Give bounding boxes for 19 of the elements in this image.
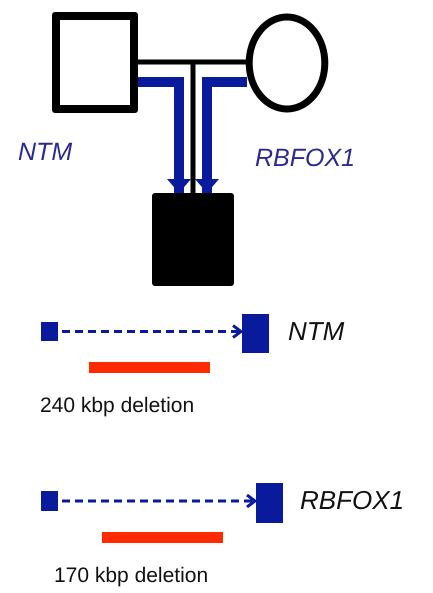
pedigree-line xyxy=(190,64,196,193)
gene-name: RBFOX1 xyxy=(300,487,404,513)
exon-block xyxy=(41,322,58,341)
exon-block xyxy=(256,483,283,523)
female-symbol xyxy=(245,13,329,113)
gene-name: NTM xyxy=(18,140,72,165)
affected-male-symbol xyxy=(152,193,234,286)
gene-name: NTM xyxy=(288,318,344,344)
deletion-size: 240 kbp deletion xyxy=(40,395,194,416)
inheritance-arrow xyxy=(195,77,247,193)
gene-name: RBFOX1 xyxy=(255,146,356,171)
pedigree-line xyxy=(138,60,247,64)
inheritance-arrow xyxy=(137,77,191,193)
male-symbol xyxy=(52,12,138,113)
exon-block xyxy=(41,491,58,511)
dashed-arrow xyxy=(62,324,242,339)
dashed-arrow xyxy=(62,494,256,508)
exon-block xyxy=(242,314,269,353)
deletion-size: 170 kbp deletion xyxy=(54,565,208,586)
